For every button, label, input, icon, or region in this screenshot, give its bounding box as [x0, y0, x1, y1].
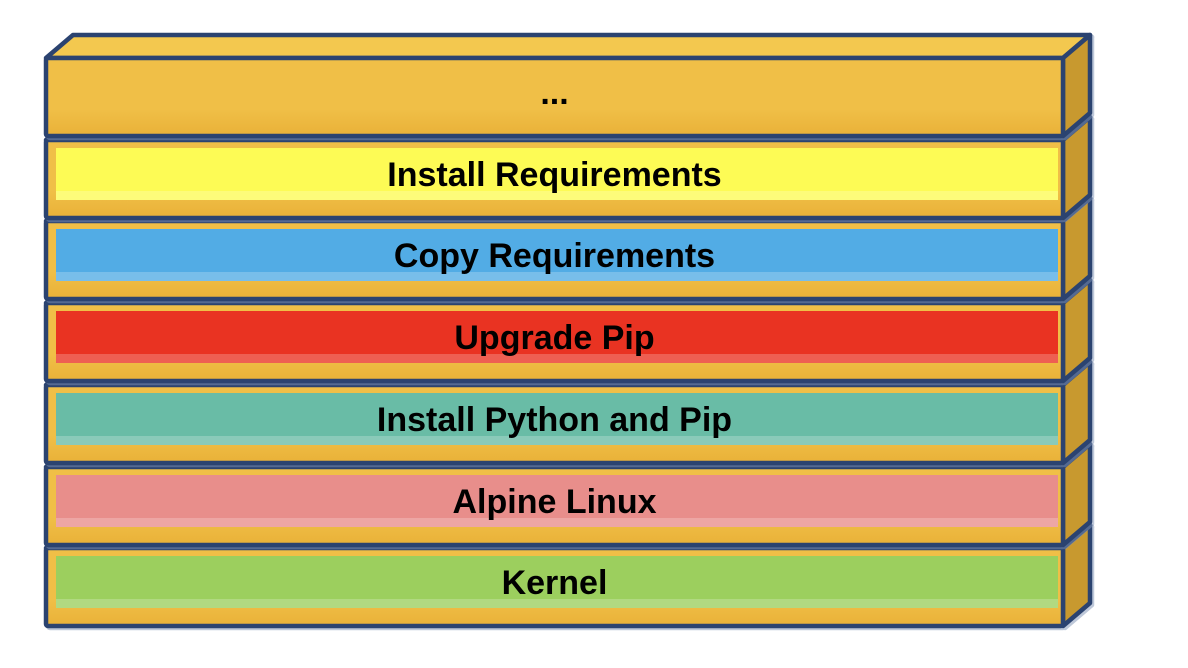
- layer-panel: [56, 148, 1058, 200]
- layer-label: Kernel: [502, 564, 608, 602]
- layer-panel: [56, 311, 1058, 363]
- layer-ellipsis: ...: [43, 32, 1093, 139]
- layer-kernel: Kernel: [43, 522, 1093, 629]
- slab-front-face: [43, 55, 1066, 139]
- panel-highlight: [56, 518, 1058, 527]
- panel-highlight: [56, 191, 1058, 200]
- panel-highlight: [56, 354, 1058, 363]
- layer-label: Install Requirements: [387, 156, 721, 194]
- layer-panel: [56, 393, 1058, 445]
- layer-label: ...: [540, 74, 568, 112]
- layer-panel: [56, 475, 1058, 527]
- layer-panel: [56, 556, 1058, 608]
- layer-label: Install Python and Pip: [377, 401, 732, 439]
- panel-highlight: [56, 599, 1058, 608]
- panel-highlight: [56, 272, 1058, 281]
- slab-top-face: [43, 32, 1093, 61]
- panel-highlight: [56, 436, 1058, 445]
- layer-alpine-linux: Alpine Linux: [43, 441, 1093, 548]
- layer-label: Alpine Linux: [453, 483, 657, 521]
- layer-label: Copy Requirements: [394, 237, 715, 275]
- layer-label: Upgrade Pip: [454, 319, 654, 357]
- layer-panel: [56, 229, 1058, 281]
